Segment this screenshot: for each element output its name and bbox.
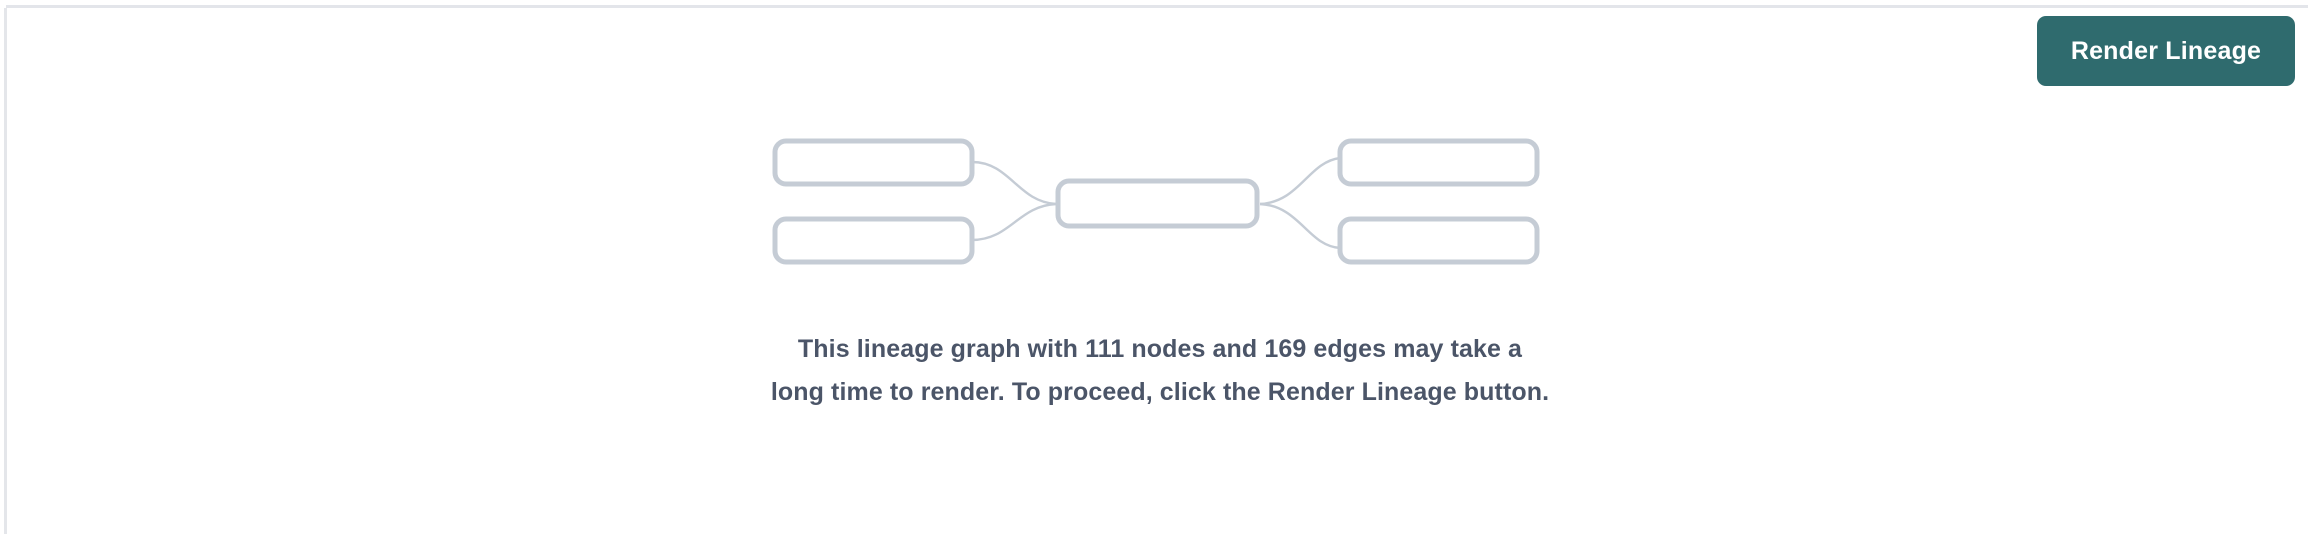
render-lineage-button[interactable]: Render Lineage	[2037, 16, 2295, 86]
edge-left-bottom-to-center	[971, 202, 1057, 242]
edge-center-to-right-top	[1259, 156, 1341, 206]
lineage-graph-placeholder	[760, 128, 1560, 273]
placeholder-node-right-bottom	[1337, 216, 1540, 265]
placeholder-node-right-top	[1337, 138, 1540, 187]
placeholder-node-center	[1055, 178, 1260, 229]
placeholder-node-left-bottom	[772, 216, 975, 265]
panel-top-border	[6, 5, 2308, 8]
panel-left-border	[4, 8, 7, 534]
placeholder-node-left-top	[772, 138, 975, 187]
edge-center-to-right-bottom	[1259, 202, 1341, 250]
lineage-render-warning-message: This lineage graph with 111 nodes and 16…	[770, 335, 1550, 406]
edge-left-top-to-center	[971, 160, 1057, 206]
